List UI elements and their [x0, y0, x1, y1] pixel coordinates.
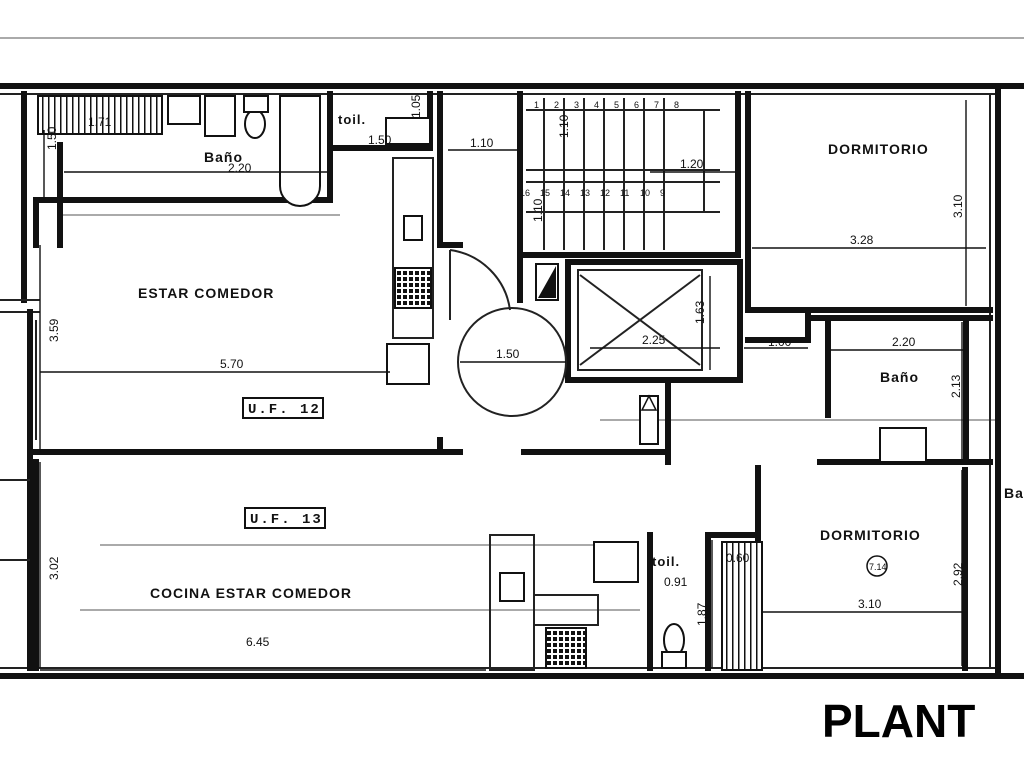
dim-091: 0.91	[664, 575, 688, 589]
stair-step-bottom: 15	[540, 188, 550, 198]
dim-302: 3.02	[47, 556, 61, 580]
closets	[37, 95, 763, 671]
dim-171: 1.71	[88, 115, 112, 129]
dim-150-left: 1.50	[45, 126, 59, 150]
dim-328: 3.28	[850, 233, 874, 247]
dim-060: 0.60	[726, 551, 750, 565]
dim-110-stair: 1.10	[557, 114, 571, 138]
dim-714: 7.14	[869, 562, 887, 572]
dim-310: 3.10	[858, 597, 882, 611]
dimension-lines	[39, 100, 986, 671]
stair-step-top: 2	[554, 100, 559, 110]
room-bano-top: Baño	[204, 149, 243, 165]
uf12-box	[242, 397, 324, 419]
stair-step-bottom: 13	[580, 188, 590, 198]
fixtures	[167, 95, 927, 669]
dim-645: 6.45	[246, 635, 270, 649]
stair-step-bottom: 10	[640, 188, 650, 198]
stair-step-bottom: 12	[600, 188, 610, 198]
dim-570: 5.70	[220, 357, 244, 371]
stair-step-top: 1	[534, 100, 539, 110]
dimension-labels: 1.71 1.50 2.20 1.05 1.50 1.10 1.10 1.20 …	[45, 94, 965, 649]
dim-110-v: 1.10	[531, 198, 545, 222]
dim-225: 2.25	[642, 333, 666, 347]
room-toilette-bottom: toil.	[652, 554, 680, 569]
dim-292: 2.92	[951, 562, 965, 586]
room-dormitorio-2: DORMITORIO	[820, 527, 921, 543]
room-cocina-estar-comedor: COCINA ESTAR COMEDOR	[150, 585, 352, 601]
dim-105: 1.05	[409, 94, 423, 118]
dim-110: 1.10	[470, 136, 494, 150]
room-bano-right: Baño	[880, 369, 919, 385]
unit-uf13: U.F. 13	[250, 512, 323, 528]
dim-150-lobby: 1.50	[496, 347, 520, 361]
room-labels: Baño toil. DORMITORIO ESTAR COMEDOR Baño…	[138, 112, 1024, 601]
uf13-box	[244, 507, 326, 529]
stair-step-bottom: 16	[520, 188, 530, 198]
room-toilette-top: toil.	[338, 112, 366, 127]
dim-220-bano: 2.20	[228, 161, 252, 175]
stair-step-top: 8	[674, 100, 679, 110]
stair-step-top: 6	[634, 100, 639, 110]
dim-187: 1.87	[695, 602, 709, 626]
stair-step-top: 7	[654, 100, 659, 110]
dim-120: 1.20	[680, 157, 704, 171]
stair-step-bottom: 11	[620, 188, 629, 198]
room-estar-comedor: ESTAR COMEDOR	[138, 285, 274, 301]
dim-220-right: 2.20	[892, 335, 916, 349]
dim-163: 1.63	[693, 300, 707, 324]
unit-uf12: U.F. 12	[248, 402, 321, 418]
level-marker	[866, 555, 888, 577]
room-dormitorio-1: DORMITORIO	[828, 141, 929, 157]
stair-step-bottom: 14	[560, 188, 570, 198]
dim-359: 3.59	[47, 318, 61, 342]
dim-100: 1.00	[768, 335, 792, 349]
staircase	[526, 98, 720, 366]
plan-title: PLANT	[822, 695, 975, 747]
dim-150-toil: 1.50	[368, 133, 392, 147]
stair-step-top: 4	[594, 100, 599, 110]
stair-step-top: 3	[574, 100, 579, 110]
dim-310-v: 3.10	[951, 194, 965, 218]
stair-step-bottom: 9	[660, 188, 665, 198]
room-bano-edge: Ba	[1004, 485, 1024, 501]
outer-walls	[0, 83, 1024, 679]
stair-step-top: 5	[614, 100, 619, 110]
dim-213: 2.13	[949, 374, 963, 398]
unit-labels: U.F. 12 U.F. 13	[242, 397, 326, 529]
